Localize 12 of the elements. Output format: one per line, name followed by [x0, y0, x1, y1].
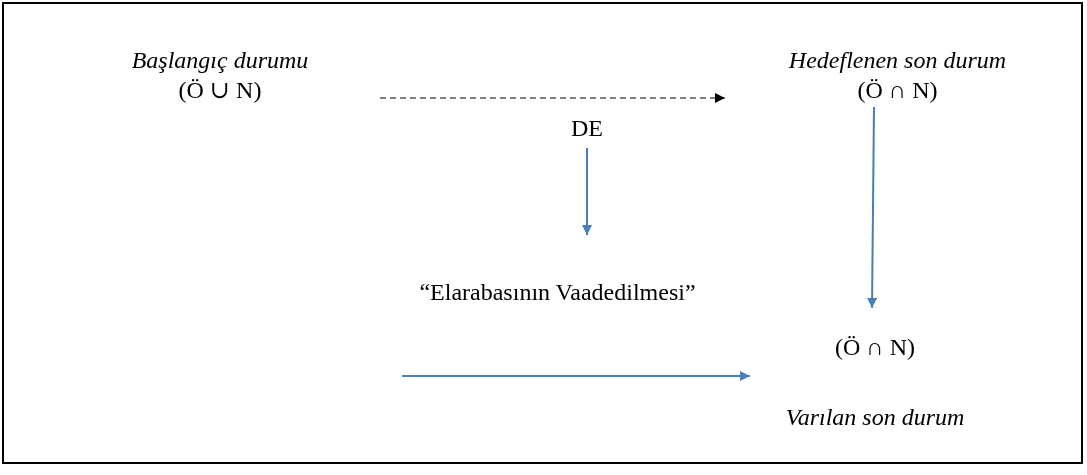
state-heading: Başlangıç durumu: [131, 46, 309, 75]
arrow: [401, 371, 751, 381]
state-caption: Varılan son durum: [785, 403, 965, 432]
state-label: (Ö ∪ N): [178, 76, 262, 105]
state-heading: Hedeflenen son durum: [788, 46, 1007, 75]
state-label: (Ö ∩ N): [835, 333, 915, 362]
phrase-label: “Elarabasının Vaadedilmesi”: [419, 278, 696, 307]
arrow: [867, 106, 878, 309]
state-label: (Ö ∩ N): [857, 76, 938, 105]
arrow: [582, 147, 592, 236]
step-label: DE: [571, 114, 603, 143]
arrow: [379, 93, 726, 103]
